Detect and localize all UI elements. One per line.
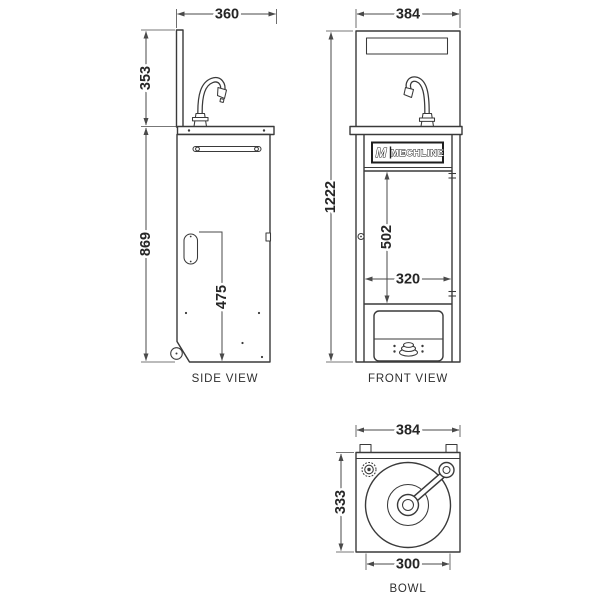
towel-rail — [192, 145, 262, 153]
side-view: 360 353 869 — [135, 4, 277, 385]
dim-bowl-depth-value: 333 — [333, 490, 349, 514]
side-view-label: SIDE VIEW — [192, 373, 259, 385]
counter-side — [176, 125, 275, 136]
bowl-view: 384 333 — [330, 420, 461, 595]
drain-icon — [396, 493, 420, 517]
brand-wordmark: MECHLINE — [391, 148, 445, 159]
dim-bowl-diameter: 300 — [365, 553, 451, 575]
dim-side-width-value: 360 — [215, 6, 239, 22]
brand-initial: M — [376, 145, 388, 160]
tap-arm-plan-icon — [407, 461, 455, 506]
mounting-tab-left — [359, 443, 372, 454]
dim-side-top-width: 360 — [176, 4, 277, 28]
splashback-panel-side — [175, 29, 184, 128]
dim-door-height-value: 502 — [379, 225, 395, 249]
dim-cutout-height-value: 475 — [214, 285, 230, 309]
dim-splashback-height-value: 353 — [138, 66, 154, 90]
dim-door-width-value: 320 — [396, 271, 420, 287]
front-view: 384 1222 M — [320, 4, 463, 385]
door-hinge-marks — [448, 172, 456, 297]
tap-nozzle-side — [216, 86, 228, 100]
gooseneck-tap-side-icon — [191, 77, 228, 128]
mounting-tab-right — [445, 443, 458, 454]
dim-overall-height-value: 1222 — [323, 181, 339, 213]
foot-pedal-icon — [398, 342, 419, 357]
pedal-recess — [373, 310, 444, 362]
dim-bowl-top-width: 384 — [355, 420, 461, 441]
gooseneck-tap-front-icon — [403, 76, 436, 128]
door-handle-side — [265, 232, 272, 242]
knee-cutout — [183, 233, 199, 265]
dim-cutout-height: 475 — [199, 231, 232, 361]
dim-splashback-height: 353 — [135, 29, 177, 127]
dim-bowl-depth: 333 — [330, 452, 354, 553]
tap-hole-icon — [361, 461, 377, 478]
dim-front-width-value: 384 — [396, 6, 420, 22]
counter-front — [349, 125, 463, 136]
splashback-slot — [365, 37, 449, 55]
brand-logo: M MECHLINE — [371, 141, 445, 164]
dim-overall-height: 1222 — [320, 30, 353, 363]
tap-nozzle-front — [403, 86, 415, 99]
dim-cabinet-height: 869 — [135, 127, 175, 363]
bowl-inner-slope — [386, 483, 430, 527]
dim-bowl-width-value: 384 — [396, 422, 420, 438]
bowl-view-label: BOWL — [389, 583, 426, 595]
dim-bowl-diameter-value: 300 — [396, 556, 420, 572]
front-view-label: FRONT VIEW — [368, 373, 448, 385]
door-knob — [357, 232, 365, 241]
dim-door-width: 320 — [365, 269, 451, 290]
cabinet-body-side — [176, 133, 271, 363]
dim-cabinet-height-value: 869 — [138, 232, 154, 256]
bowl-outer-rim — [364, 461, 452, 549]
dim-front-top-width: 384 — [355, 4, 461, 28]
